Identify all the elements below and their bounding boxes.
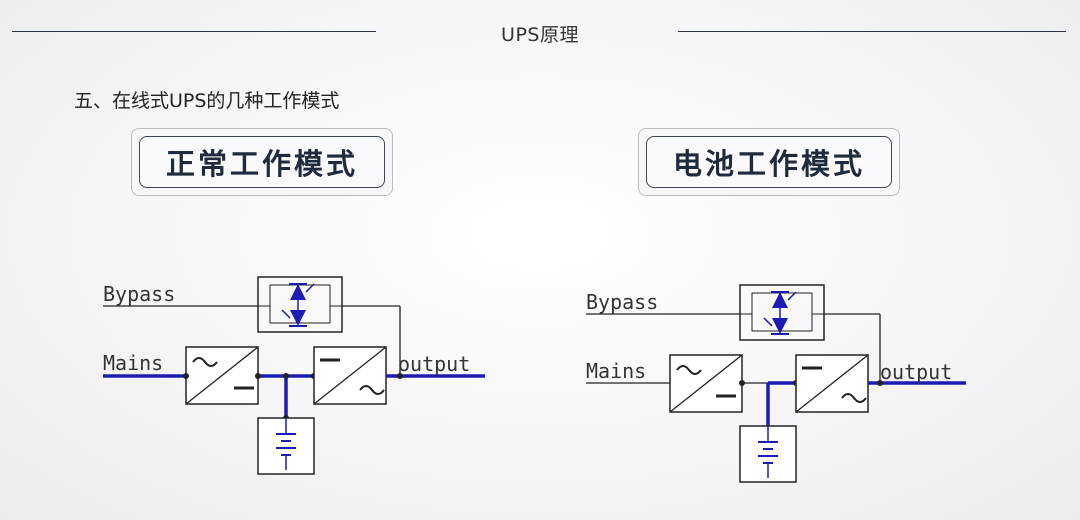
battery-mode-label: 电池工作模式: [646, 136, 892, 188]
bypass-label-left: Bypass: [103, 282, 175, 306]
static-switch-box-right: [739, 284, 825, 341]
mains-label-right: Mains: [586, 359, 646, 383]
battery-mode-box: 电池工作模式: [638, 128, 900, 196]
normal-mode-label: 正常工作模式: [139, 136, 385, 188]
header-divider-right: [678, 31, 1066, 32]
output-label-left: output: [398, 352, 470, 376]
output-label-right: output: [880, 360, 952, 384]
normal-mode-diagram: Bypass Mains: [103, 276, 485, 475]
normal-mode-box: 正常工作模式: [131, 128, 393, 196]
battery-mode-diagram: Bypass Mains out: [586, 284, 966, 483]
header-title: UPS原理: [501, 24, 579, 46]
header-divider-left: [12, 31, 376, 32]
section-title: 五、在线式UPS的几种工作模式: [74, 90, 340, 112]
bypass-label-right: Bypass: [586, 290, 658, 314]
mains-label-left: Mains: [103, 351, 163, 375]
static-switch-box-left: [257, 276, 343, 333]
